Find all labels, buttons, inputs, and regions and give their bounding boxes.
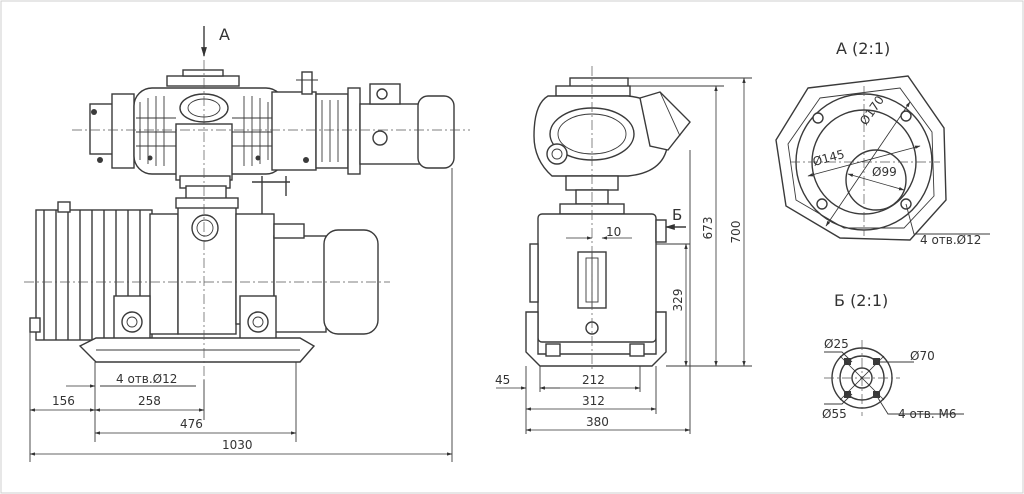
upper-motor-fan-cover bbox=[417, 95, 455, 169]
dim-673: 673 bbox=[701, 217, 715, 240]
dim-700: 700 bbox=[729, 221, 743, 244]
side-base bbox=[525, 311, 667, 367]
lower-motor bbox=[273, 235, 327, 333]
side-view: Б 329 673 700 10 45 212 312 380 bbox=[495, 66, 752, 434]
dim-212: 212 bbox=[582, 373, 605, 387]
view-b-arrow-label: Б bbox=[672, 206, 682, 224]
dim-10: 10 bbox=[606, 225, 621, 239]
left-flange bbox=[111, 93, 135, 169]
top-fitting bbox=[301, 71, 313, 95]
dim-156: 156 bbox=[52, 394, 75, 408]
view-b-dim-55: Ø55 bbox=[822, 407, 847, 421]
upper-motor-bolt bbox=[372, 130, 388, 146]
view-a-flange-outline bbox=[775, 75, 947, 241]
lower-terminal-box bbox=[273, 223, 305, 239]
view-b-holes-label: 4 отв. М6 bbox=[898, 407, 956, 421]
dim-258: 258 bbox=[138, 394, 161, 408]
view-a-arrow-label: A bbox=[219, 25, 230, 44]
coupling-housing bbox=[315, 93, 349, 169]
upper-motor bbox=[359, 103, 421, 165]
blower-fins bbox=[136, 96, 282, 166]
dim-1030: 1030 bbox=[222, 438, 253, 452]
dim-312: 312 bbox=[582, 394, 605, 408]
side-outlet-elbow bbox=[639, 91, 691, 151]
view-a-title: A (2:1) bbox=[836, 39, 890, 58]
view-b-dim-70: Ø70 bbox=[910, 349, 935, 363]
view-b-detail: Б (2:1) Ø25 Ø70 Ø55 4 отв. М6 bbox=[822, 291, 964, 421]
view-b-title: Б (2:1) bbox=[834, 291, 888, 310]
dim-329: 329 bbox=[671, 289, 685, 312]
view-a-dim-99: Ø99 bbox=[872, 165, 897, 179]
top-flange-cap bbox=[182, 69, 224, 77]
dim-380: 380 bbox=[586, 415, 609, 429]
lower-pump-flange bbox=[149, 213, 179, 335]
lower-pump-port bbox=[191, 214, 219, 242]
top-flange bbox=[166, 75, 240, 87]
dim-45: 45 bbox=[495, 373, 510, 387]
right-flange bbox=[271, 91, 317, 171]
view-a-holes-label: 4 отв.Ø12 bbox=[920, 233, 981, 247]
front-view: A bbox=[24, 25, 470, 462]
holes-label-front: 4 отв.Ø12 bbox=[116, 372, 177, 386]
view-b-dim-25: Ø25 bbox=[824, 337, 849, 351]
view-a-detail: A (2:1) Ø170 Ø145 Ø99 4 отв.Ø12 bbox=[775, 39, 990, 247]
motor-flange bbox=[347, 87, 361, 175]
dim-476: 476 bbox=[180, 417, 203, 431]
